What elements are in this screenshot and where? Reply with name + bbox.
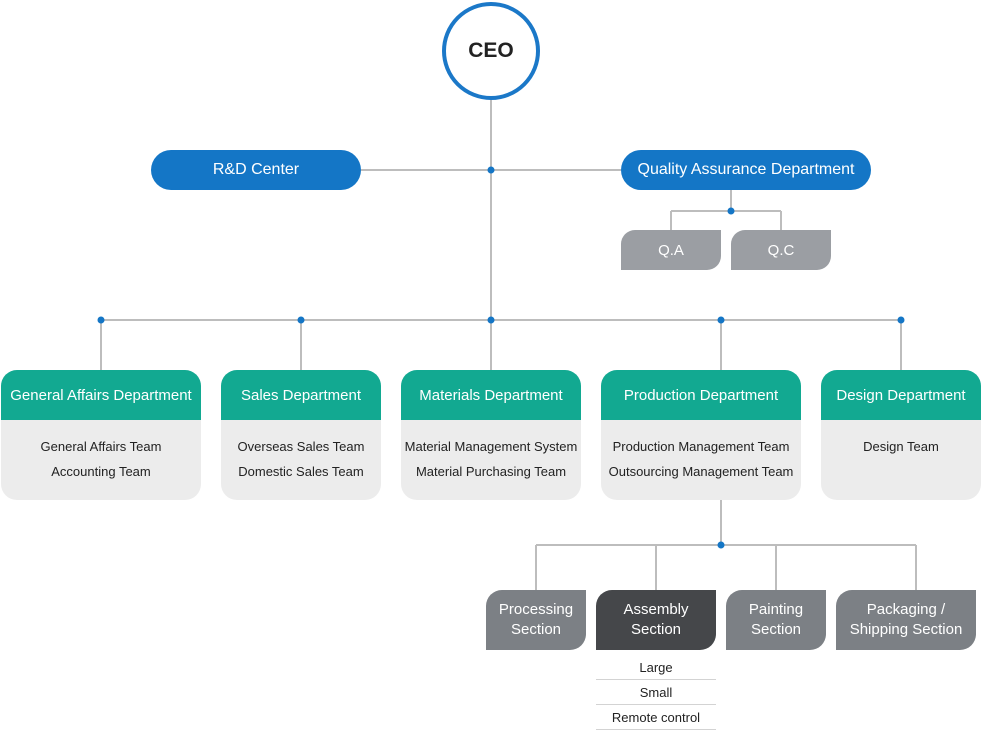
team-item: General Affairs Team — [40, 439, 162, 454]
general-affairs-department: General Affairs Department General Affai… — [1, 370, 201, 500]
team-item: Accounting Team — [51, 464, 151, 479]
ceo-node: CEO — [442, 2, 540, 100]
assembly-item: Remote control — [596, 705, 716, 730]
department-title: Design Department — [821, 370, 981, 420]
sales-department: Sales Department Overseas Sales Team Dom… — [221, 370, 381, 500]
department-title: Sales Department — [221, 370, 381, 420]
team-item: Outsourcing Management Team — [608, 464, 794, 479]
packaging-shipping-section-node: Packaging / Shipping Section — [836, 590, 976, 650]
assembly-item: Small — [596, 680, 716, 705]
department-title: Production Department — [601, 370, 801, 420]
design-department: Design Department Design Team — [821, 370, 981, 500]
team-list: General Affairs Team Accounting Team — [1, 420, 201, 500]
team-list: Material Management System Material Purc… — [401, 420, 581, 500]
qc-unit-node: Q.C — [731, 230, 831, 270]
rd-center-node: R&D Center — [151, 150, 361, 190]
materials-department: Materials Department Material Management… — [401, 370, 581, 500]
team-item: Material Management System — [404, 439, 578, 454]
qa-department-node: Quality Assurance Department — [621, 150, 871, 190]
team-item: Material Purchasing Team — [415, 464, 567, 479]
assembly-item-list: Large Small Remote control — [596, 655, 716, 730]
team-item: Production Management Team — [612, 439, 790, 454]
department-title: General Affairs Department — [1, 370, 201, 420]
production-department: Production Department Production Managem… — [601, 370, 801, 500]
team-item: Overseas Sales Team — [237, 439, 365, 454]
assembly-section-node: Assembly Section — [596, 590, 716, 650]
processing-section-node: Processing Section — [486, 590, 586, 650]
department-title: Materials Department — [401, 370, 581, 420]
team-item: Design Team — [863, 439, 939, 454]
team-list: Design Team — [821, 420, 981, 500]
team-item: Domestic Sales Team — [238, 464, 364, 479]
assembly-item: Large — [596, 655, 716, 680]
painting-section-node: Painting Section — [726, 590, 826, 650]
team-list: Overseas Sales Team Domestic Sales Team — [221, 420, 381, 500]
team-list: Production Management Team Outsourcing M… — [601, 420, 801, 500]
qa-unit-node: Q.A — [621, 230, 721, 270]
